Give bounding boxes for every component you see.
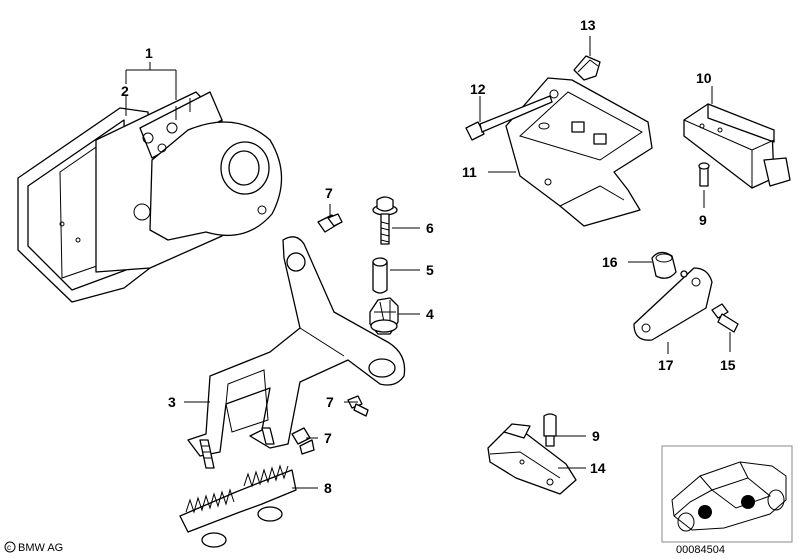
- location-marker-rear: [741, 495, 755, 509]
- callout-12: 12: [470, 81, 486, 97]
- screw-part-9-lower[interactable]: [543, 413, 557, 447]
- callout-10: 10: [696, 70, 712, 86]
- rubber-mount-part[interactable]: [369, 297, 399, 335]
- hydraulic-unit-part[interactable]: [17, 91, 283, 303]
- callout-2: 2: [121, 83, 129, 99]
- bolt-part-15[interactable]: [711, 303, 739, 333]
- screw-part-lower[interactable]: [291, 427, 315, 455]
- callout-3: 3: [168, 394, 176, 410]
- vehicle-location-inset: [661, 445, 793, 543]
- sensor-part[interactable]: [487, 423, 577, 495]
- callout-9-upper: 9: [699, 212, 707, 228]
- control-module-part[interactable]: [683, 103, 791, 189]
- callout-15: 15: [720, 357, 736, 373]
- callout-16: 16: [602, 254, 618, 270]
- screw-part-9-upper[interactable]: [698, 162, 710, 187]
- clip-nut-part[interactable]: [573, 55, 601, 81]
- callout-labels: 1 2 3 4 5 6 7 7 7 8 9 9 10 11 12 13 14 1…: [121, 17, 736, 496]
- callout-6: 6: [426, 220, 434, 236]
- callout-1: 1: [145, 45, 153, 61]
- callout-7-middle: 7: [326, 394, 334, 410]
- leader-lines: [125, 36, 731, 489]
- copyright-mark: c: [4, 541, 16, 553]
- grommet-part[interactable]: [651, 251, 677, 279]
- callout-4: 4: [426, 306, 434, 322]
- spacer-sleeve-part[interactable]: [372, 257, 388, 294]
- callout-9-lower: 9: [592, 428, 600, 444]
- flange-bolt-part[interactable]: [372, 196, 398, 245]
- abs-bracket-part[interactable]: [187, 236, 406, 469]
- svg-text:c: c: [7, 543, 11, 552]
- diagram-number: 00084504: [676, 544, 725, 556]
- sensor-bracket-part[interactable]: [505, 77, 653, 227]
- screw-part-upper[interactable]: [317, 213, 343, 233]
- callout-8: 8: [324, 480, 332, 496]
- bolt-part-12[interactable]: [465, 95, 553, 141]
- callout-14: 14: [590, 460, 606, 476]
- callout-5: 5: [426, 262, 434, 278]
- brand-label: BMW AG: [18, 542, 63, 554]
- callout-13: 13: [580, 17, 596, 33]
- callout-7-upper: 7: [325, 185, 333, 201]
- damper-pad-part[interactable]: [179, 464, 297, 548]
- location-marker-front: [698, 505, 712, 519]
- callout-11: 11: [462, 164, 477, 180]
- screw-part-middle[interactable]: [347, 395, 369, 417]
- plate-part[interactable]: [633, 267, 713, 341]
- callout-7-lower: 7: [324, 430, 332, 446]
- callout-17: 17: [658, 357, 674, 373]
